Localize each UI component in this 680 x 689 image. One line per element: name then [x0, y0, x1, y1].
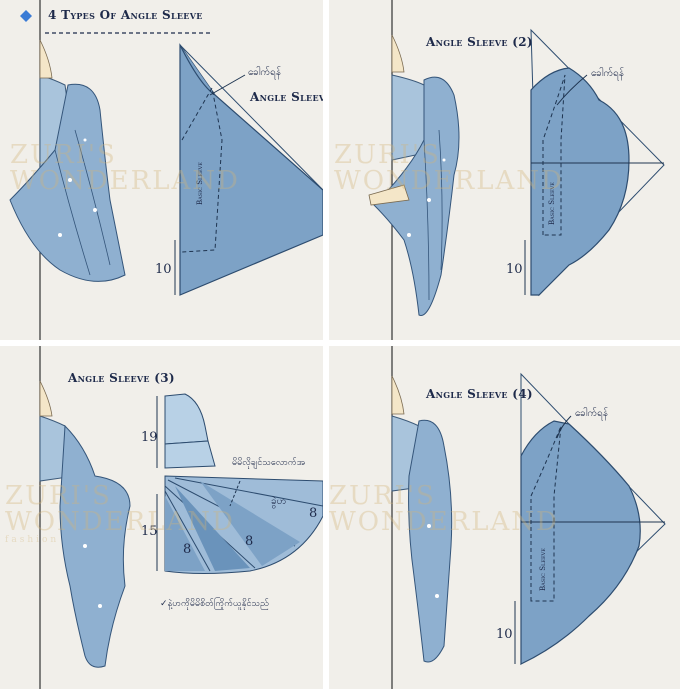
panel-4-basic-label: Basic Sleeve	[539, 548, 547, 591]
panel-angle-sleeve-2: Angle Sleeve (2) ခေါက်ရန် Basic Sleeve 1…	[329, 0, 680, 340]
panel-4-illustration	[391, 346, 666, 689]
panel-3-measure-top: 19	[141, 430, 158, 445]
panel-angle-sleeve-4: Angle Sleeve (4) ခေါက်ရန် Basic Sleeve 1…	[329, 346, 680, 689]
panel-3-cut-label: မိမိလိုချင်သလောက်အ	[232, 458, 305, 468]
panel-3-slash-label: ခွဲဟ	[271, 496, 287, 507]
panel-3-slash-num-3: 8	[309, 506, 318, 521]
panel-4-title: Angle Sleeve (4)	[426, 387, 533, 401]
panel-4-measure: 10	[496, 627, 513, 642]
panel-angle-sleeve-3: Angle Sleeve (3) 19 15 မိမိလိုချင်သလောက်…	[0, 346, 323, 689]
panel-angle-sleeve-1: 4 Types Of Angle Sleeve Angle Sleeve ခေါ…	[0, 0, 323, 340]
panel-2-illustration	[368, 0, 665, 340]
header-title: 4 Types Of Angle Sleeve	[48, 8, 203, 22]
panel-1-title: Angle Sleeve	[250, 90, 323, 104]
panel-2-cap-label: ခေါက်ရန်	[591, 68, 625, 79]
panel-1-measure: 10	[155, 262, 172, 277]
panel-3-title: Angle Sleeve (3)	[68, 371, 175, 385]
panel-3-slash-num-2: 8	[245, 534, 254, 549]
panel-2-title: Angle Sleeve (2)	[426, 35, 533, 49]
panel-1-cap-label: ခေါက်ရန်	[248, 67, 282, 78]
panel-2-measure: 10	[506, 262, 523, 277]
panel-3-illustration	[39, 346, 323, 689]
panel-3-note: ✓နဲ့ဟကိုမိမိစိတ်ကြိုက်ယူနိုင်သည်	[160, 599, 269, 609]
panel-4-cap-label: ခေါက်ရန်	[575, 408, 609, 419]
panel-1-illustration	[9, 0, 323, 340]
panel-3-slash-num-1: 8	[183, 542, 192, 557]
panel-3-measure-bottom: 15	[141, 524, 158, 539]
